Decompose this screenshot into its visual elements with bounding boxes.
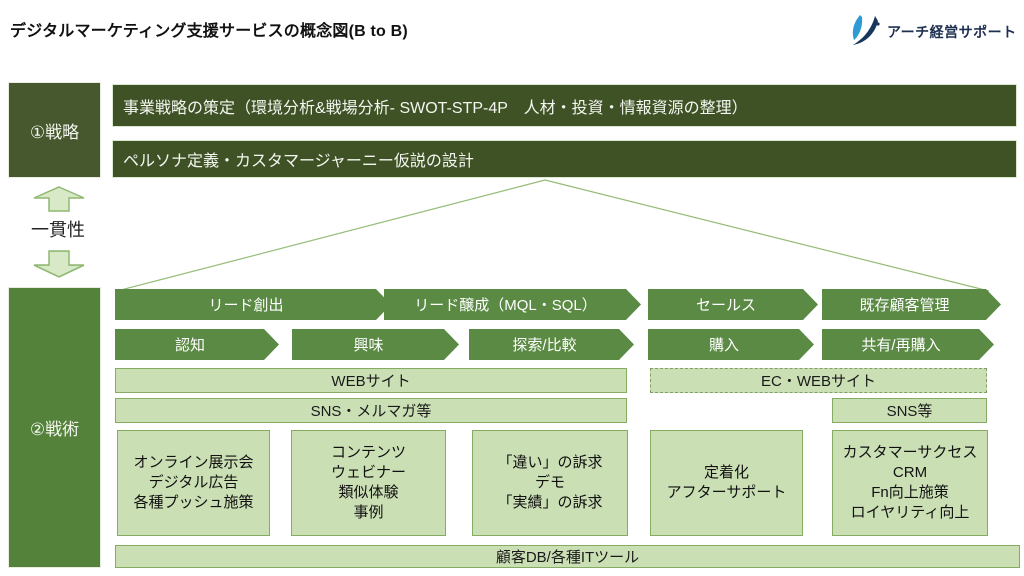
journey-stage-interest: 興味 — [292, 329, 459, 360]
tactic-line: デジタル広告 — [148, 473, 239, 491]
tactic-line: 各種プッシュ施策 — [133, 494, 254, 512]
funnel-stage-existing-customer: 既存顧客管理 — [822, 289, 1001, 320]
tactic-box-customer-success: カスタマーサクセス CRM Fn向上施策 ロイヤリティ向上 — [832, 430, 988, 536]
business-strategy-bar: 事業戦略の策定（環境分析&戦場分析- SWOT-STP-4P 人材・投資・情報資… — [112, 84, 1017, 127]
tactic-box-retention: 定着化 アフターサポート — [650, 430, 803, 536]
tactic-line: カスタマーサクセス — [842, 443, 978, 461]
tactic-line: デモ — [534, 473, 565, 491]
persona-journey-bar: ペルソナ定義・カスタマージャーニー仮説の設計 — [112, 140, 1017, 178]
journey-stage-purchase: 購入 — [648, 329, 814, 360]
tactic-box-appeal: 「違い」の訴求 デモ 「実績」の訴求 — [472, 430, 628, 536]
tactic-line: 「違い」の訴求 — [497, 453, 603, 471]
tactic-line: 定着化 — [703, 463, 749, 481]
tactic-line: オンライン展示会 — [133, 453, 254, 471]
funnel-stage-sales: セールス — [648, 289, 818, 320]
tactic-line: ウェビナー — [330, 463, 406, 481]
tactic-line: 類似体験 — [338, 484, 399, 501]
tactic-box-push-measures: オンライン展示会 デジタル広告 各種プッシュ施策 — [117, 430, 270, 536]
tactic-line: ロイヤリティ向上 — [850, 504, 970, 522]
strategy-section-label: ①戦略 — [8, 82, 101, 178]
journey-stage-share-repurchase: 共有/再購入 — [822, 329, 994, 360]
channel-sns-mail: SNS・メルマガ等 — [115, 398, 627, 423]
tactic-line: コンテンツ — [330, 443, 406, 461]
up-arrow-icon — [33, 186, 85, 212]
logo-text: アーチ経営サポート — [887, 24, 1017, 40]
channel-web-site: WEBサイト — [115, 368, 627, 393]
down-arrow-icon — [33, 250, 85, 278]
tactic-box-content: コンテンツ ウェビナー 類似体験 事例 — [291, 430, 446, 536]
funnel-stage-lead-nurturing: リード醸成（MQL・SQL） — [384, 289, 641, 320]
journey-stage-search-compare: 探索/比較 — [469, 329, 634, 360]
tactic-line: アフターサポート — [666, 484, 787, 501]
arch-logo-icon — [852, 15, 880, 45]
channel-ec-web-site: EC・WEBサイト — [650, 368, 987, 393]
customer-db-it-tools-bar: 顧客DB/各種ITツール — [115, 545, 1020, 568]
tactics-section-label: ②戦術 — [8, 287, 101, 568]
channel-sns: SNS等 — [832, 398, 987, 423]
company-logo: アーチ経営サポート — [845, 10, 1020, 54]
tactic-line: 「実績」の訴求 — [497, 494, 603, 512]
tactic-line: CRM — [892, 463, 928, 481]
tactic-line: 事例 — [353, 504, 384, 522]
page-title: デジタルマーケティング支援サービスの概念図(B to B) — [10, 23, 408, 40]
consistency-label: 一貫性 — [31, 220, 85, 240]
journey-stage-awareness: 認知 — [115, 329, 279, 360]
funnel-stage-lead-generation: リード創出 — [115, 289, 391, 320]
tactic-line: Fn向上施策 — [871, 484, 949, 501]
